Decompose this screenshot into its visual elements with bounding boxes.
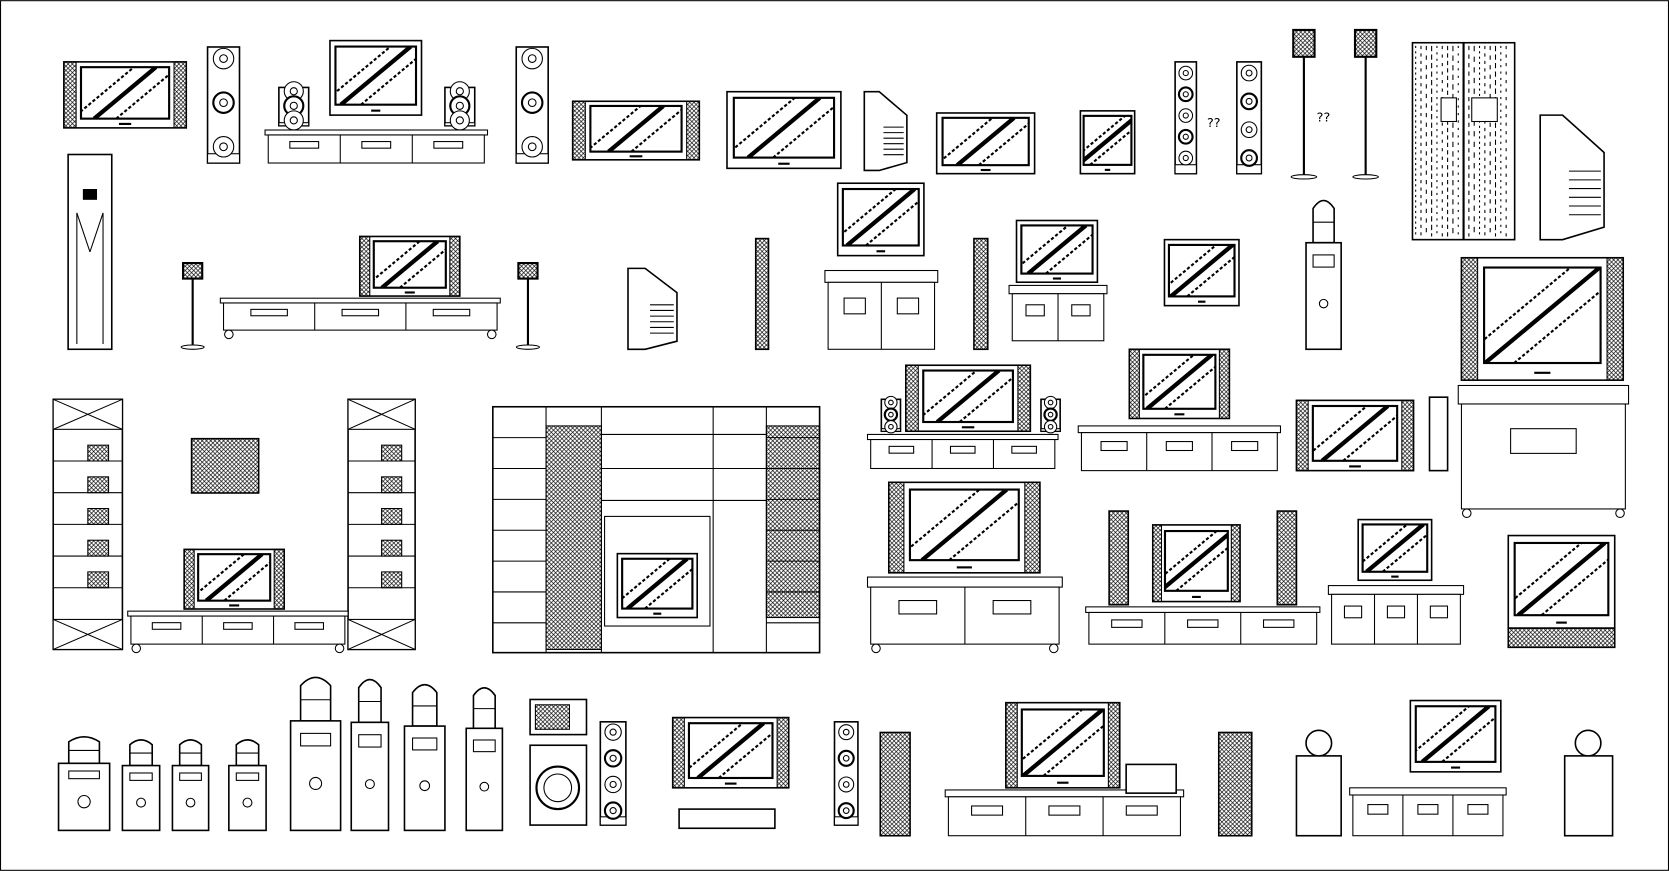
tv-cabinet [219, 297, 501, 340]
flat-panel-tv [63, 61, 188, 129]
small-tv [1079, 110, 1136, 175]
globe-decor [1305, 729, 1602, 757]
refrigerator [1411, 41, 1516, 241]
television [1507, 534, 1616, 629]
television [905, 364, 1032, 433]
tower-speaker [1108, 510, 1130, 606]
tv-table [1077, 425, 1282, 472]
tower-speaker [206, 46, 241, 164]
tv-cabinet [1085, 606, 1321, 645]
low-tv-table [127, 610, 349, 654]
stand-speaker [515, 262, 540, 350]
tv-cabinet [1327, 585, 1465, 645]
television [329, 39, 423, 116]
tv-cabinet [866, 433, 1059, 470]
water-dispenser [171, 739, 210, 832]
bookshelf [52, 398, 124, 651]
television [1128, 348, 1231, 420]
water-dispenser [350, 678, 390, 832]
pillar-speaker [973, 237, 989, 351]
flat-tv [1163, 238, 1240, 307]
microwave [529, 698, 588, 736]
water-dispenser [465, 687, 504, 832]
television [1005, 701, 1121, 789]
side-cabinet [1563, 755, 1614, 837]
wall-picture [190, 437, 260, 494]
bookshelf [347, 398, 416, 651]
flat-tv [1295, 399, 1415, 472]
bookshelf-speaker [880, 395, 902, 434]
water-dispenser [289, 676, 342, 832]
tower-speaker [1276, 510, 1298, 606]
lcd-tv [726, 90, 842, 170]
tv-cabinet [824, 269, 939, 350]
stand-speaker [180, 262, 205, 350]
television [1015, 219, 1099, 284]
water-dispenser [121, 739, 161, 832]
tower-speaker [833, 721, 859, 826]
unknown-label-2: ?? [1317, 110, 1331, 125]
dvd-player [678, 808, 776, 830]
bookshelf-speaker [278, 81, 310, 131]
pillar-speaker [754, 237, 770, 351]
tower-speaker [1174, 61, 1198, 175]
television [1409, 699, 1502, 773]
tower-speaker [1236, 61, 1263, 175]
crt-tv-side [627, 267, 678, 351]
water-dispenser [57, 735, 111, 832]
side-cabinet [1295, 755, 1342, 837]
television [358, 235, 461, 297]
television [836, 182, 925, 257]
tv-cabinet [264, 129, 489, 164]
tv-table [1008, 284, 1108, 342]
tower-speaker [599, 721, 627, 826]
bookshelf-speaker [1040, 395, 1061, 434]
tv-cabinet [944, 789, 1185, 837]
bookshelf-speaker [444, 81, 476, 131]
washing-machine [529, 744, 588, 826]
tower-speaker [879, 731, 911, 837]
tv-stand [866, 576, 1063, 654]
tower-speaker [515, 46, 549, 164]
large-tv [887, 481, 1041, 574]
tv-base [1507, 627, 1616, 649]
large-tv [1460, 256, 1625, 381]
unknown-label-1: ?? [1207, 116, 1221, 131]
crt-tv-side [863, 90, 908, 172]
flat-tv [935, 112, 1036, 175]
plasma-tv [671, 716, 790, 789]
television [183, 548, 285, 610]
stand-speaker [1290, 28, 1318, 180]
television [1357, 518, 1433, 582]
tv-cabinet [1349, 787, 1507, 837]
water-dispenser [1305, 199, 1342, 351]
television [616, 552, 698, 619]
flat-tv-side [1428, 396, 1449, 472]
air-conditioner [67, 153, 113, 351]
crt-tv-side [1539, 114, 1605, 241]
water-dispenser [403, 683, 446, 832]
tower-speaker [1217, 731, 1253, 837]
plasma-tv [571, 100, 701, 161]
stand-speaker [1352, 28, 1379, 180]
stereo-receiver [1125, 763, 1177, 794]
television [1151, 524, 1241, 603]
water-dispenser [228, 739, 267, 832]
tv-cart [1457, 384, 1630, 518]
